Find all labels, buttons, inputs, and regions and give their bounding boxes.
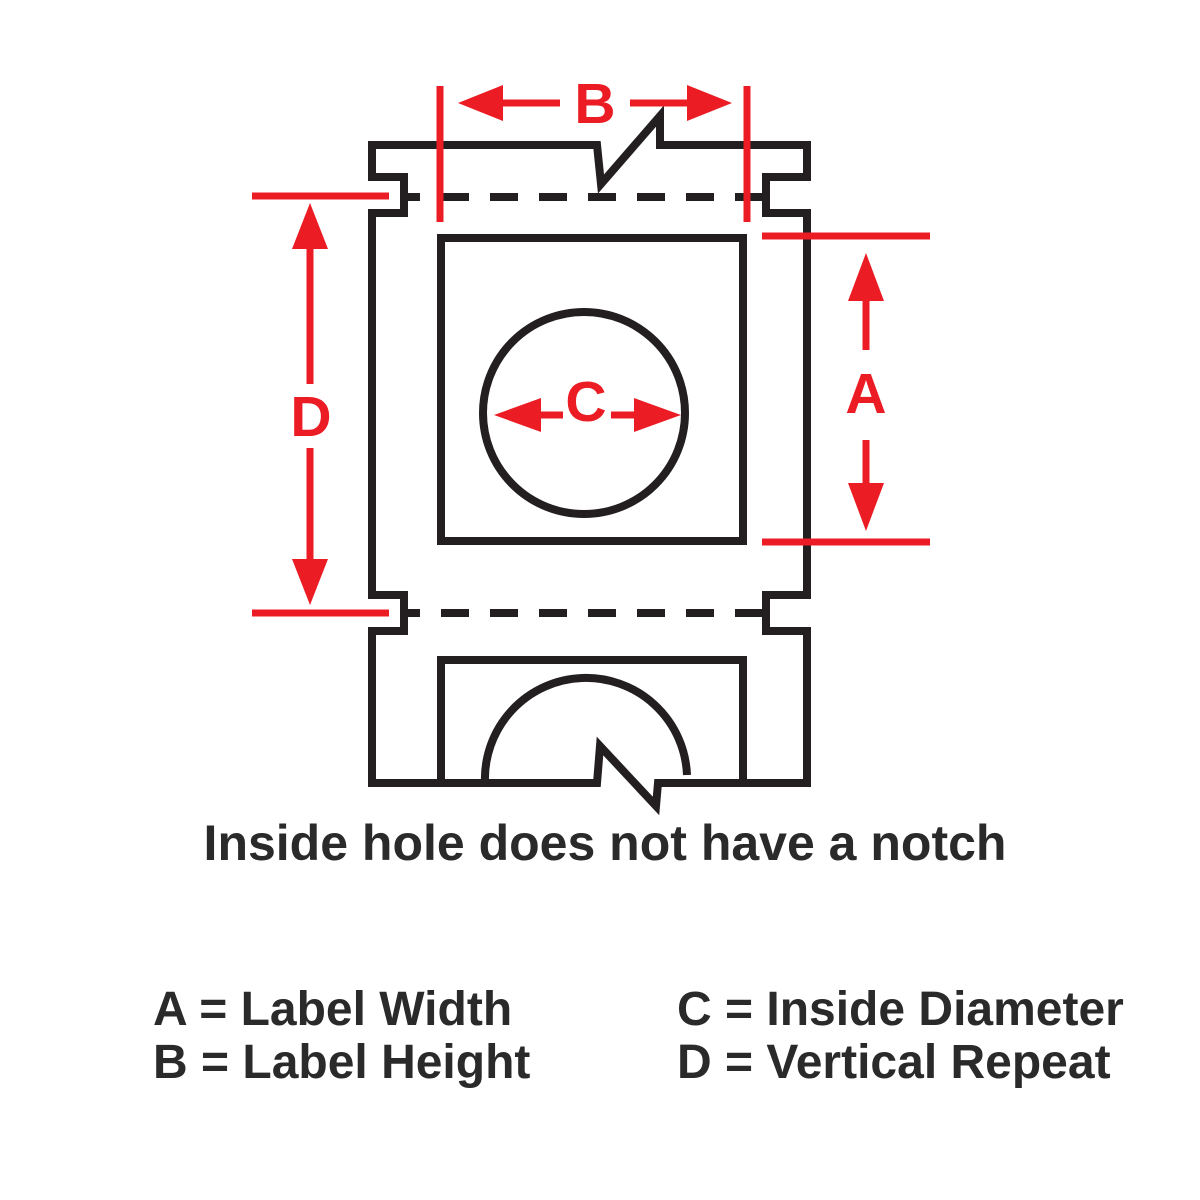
inner-hole-circle [479,308,689,518]
legend-d-vertical-repeat: D = Vertical Repeat [677,1036,1111,1089]
dim-a-arrow-down-head-icon [848,483,884,531]
dimension-c-group: C [494,370,681,434]
dim-label-a: A [845,362,886,426]
dim-b-arrow-left-head-icon [458,85,503,121]
partial-label-outline [437,656,747,783]
dim-label-b: B [574,72,615,136]
caption-inside-hole-note: Inside hole does not have a notch [204,815,1007,871]
legend-c-inside-diameter: C = Inside Diameter [677,983,1124,1036]
legend-b-label-height: B = Label Height [153,1036,530,1089]
dim-b-arrow-right-head-icon [687,85,732,121]
partial-inner-hole-arc [480,674,691,784]
label-outline-square [437,234,747,545]
dim-c-arrow-left-head-icon [494,398,541,432]
dim-a-arrow-up-head-icon [848,253,884,301]
liner-strip-outline [368,105,811,816]
dim-d-arrow-down-head-icon [292,559,328,605]
dimension-a-group: A [762,232,930,546]
legend: A = Label Width B = Label Height C = Ins… [153,983,1124,1089]
dim-d-arrow-up-head-icon [292,203,328,249]
dim-label-c: C [565,370,606,434]
dimension-d-group: D [252,192,389,617]
legend-a-label-width: A = Label Width [153,983,512,1036]
dim-c-arrow-right-head-icon [634,398,681,432]
dim-label-d: D [290,385,331,449]
dimension-b-group: B [436,72,751,222]
